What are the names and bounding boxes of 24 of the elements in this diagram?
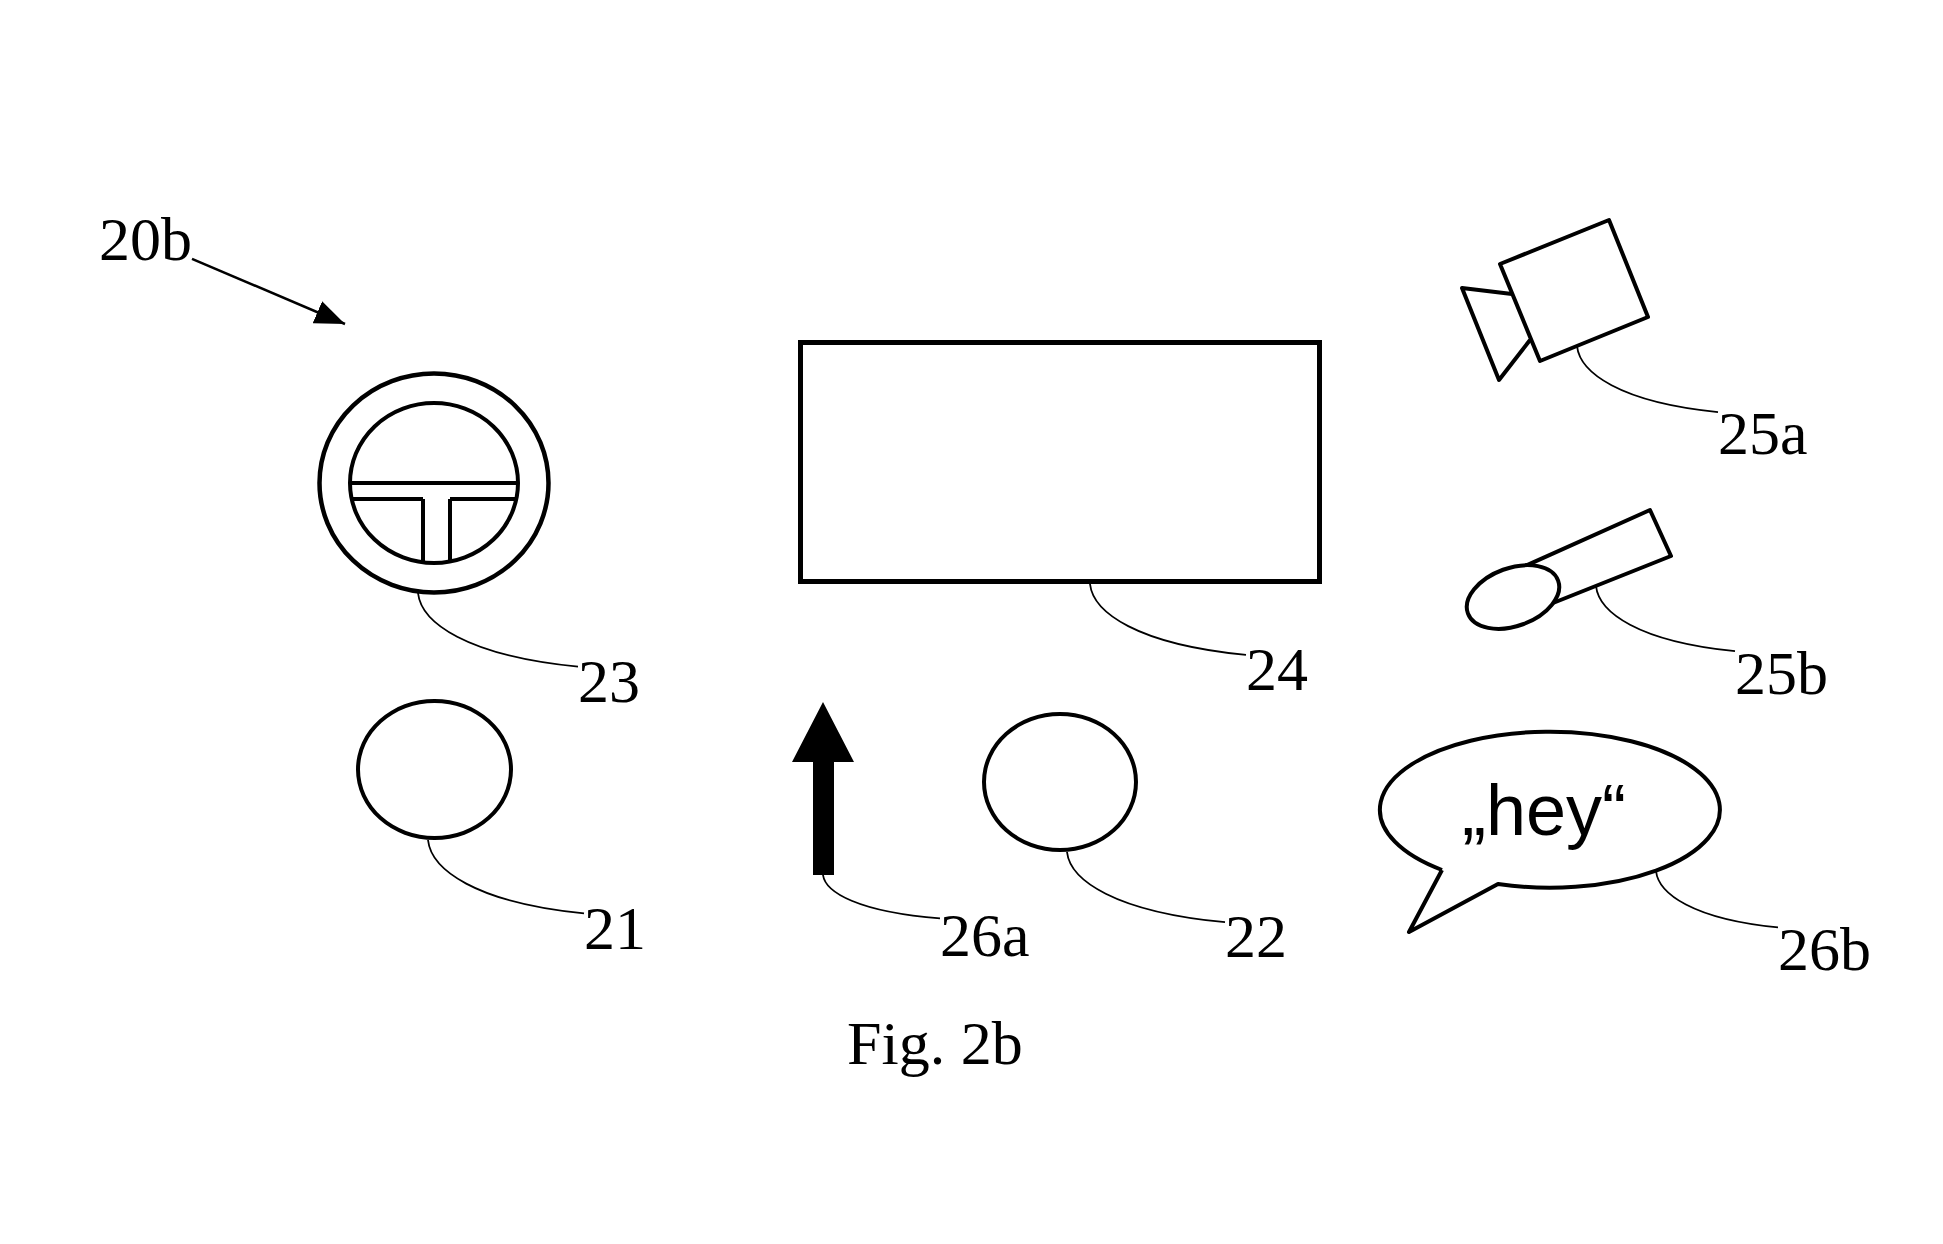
flashlight-drawing xyxy=(1463,507,1673,632)
leader-line xyxy=(1089,583,1247,656)
reference-numeral: 26b xyxy=(1778,918,1871,980)
leader-line xyxy=(1595,585,1736,653)
reference-numeral: 23 xyxy=(578,650,640,712)
reference-numeral: 21 xyxy=(584,897,646,959)
reference-numeral: 26a xyxy=(940,904,1030,966)
reference-numeral: 24 xyxy=(1246,638,1308,700)
reference-numeral: 25b xyxy=(1735,642,1828,704)
steering-wheel-drawing xyxy=(317,371,551,595)
leader-line xyxy=(1066,851,1226,924)
speech-bubble xyxy=(1376,729,1723,934)
reference-numeral: 25a xyxy=(1718,402,1808,464)
camera-drawing xyxy=(1459,217,1651,383)
rectangle xyxy=(798,340,1322,584)
leader-line xyxy=(822,874,941,920)
reference-numeral: 20b xyxy=(99,208,192,270)
leader-arrow xyxy=(191,257,346,326)
leader-line xyxy=(1655,870,1779,929)
leader-line xyxy=(427,839,585,915)
thick-arrow xyxy=(792,702,854,875)
leader-line xyxy=(1576,345,1719,413)
reference-numeral: 22 xyxy=(1225,905,1287,967)
leader-line xyxy=(417,592,579,668)
